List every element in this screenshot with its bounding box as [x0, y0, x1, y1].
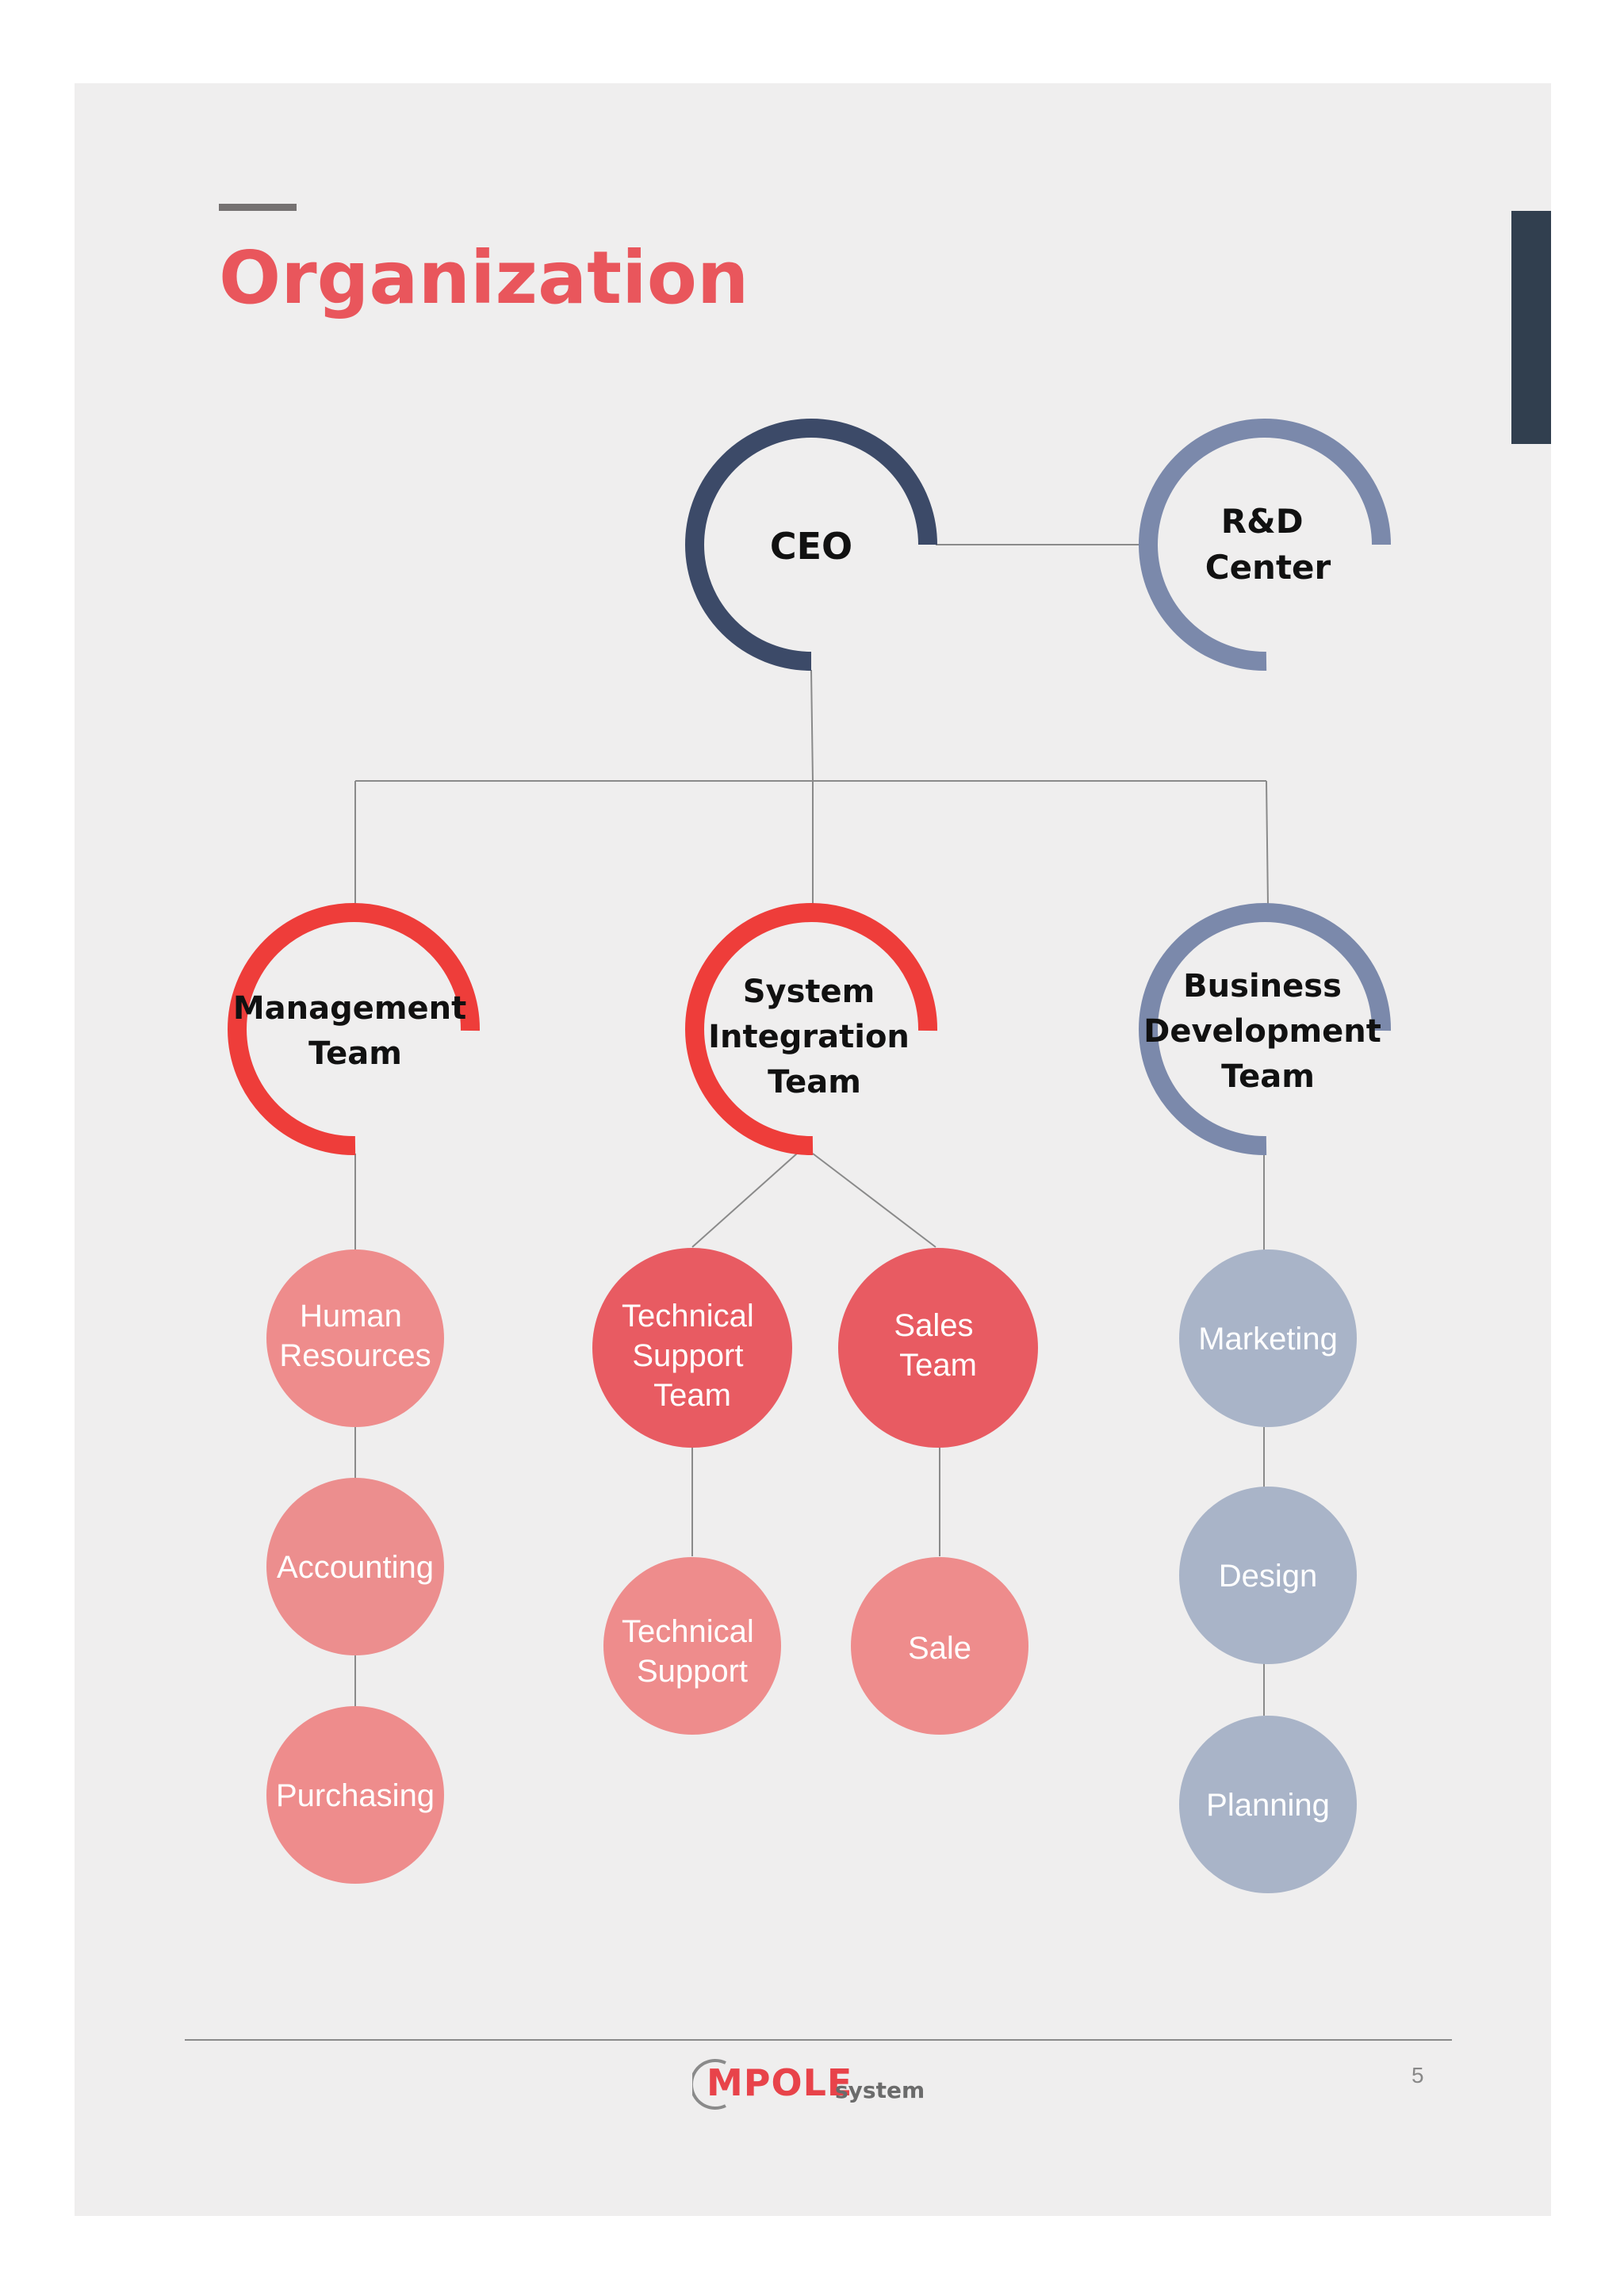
marketing-circle — [1179, 1249, 1357, 1427]
management-label: Management Team — [233, 990, 477, 1072]
ceo-ring — [685, 419, 937, 671]
logo-subtext: system — [835, 2077, 925, 2103]
node-management-team: Management Team — [228, 903, 481, 1156]
unit-marketing: Marketing — [1179, 1249, 1357, 1427]
rnd-label: R&D Center — [1205, 502, 1331, 587]
sales-team-circle — [838, 1248, 1038, 1448]
design-label: Design — [1219, 1559, 1318, 1594]
logo-arc-icon — [692, 2059, 726, 2110]
unit-technical-support: Technical Support — [603, 1557, 781, 1735]
unit-sales-team: Sales Team — [838, 1248, 1038, 1448]
unit-accounting: Accounting — [266, 1478, 444, 1655]
connector-lines — [354, 544, 1269, 1716]
business-development-label: Business Development Team — [1143, 968, 1392, 1095]
company-logo: MPOLE system — [692, 2055, 930, 2118]
unit-purchasing: Purchasing — [266, 1706, 444, 1884]
technical-support-label: Technical Support — [622, 1614, 763, 1689]
marketing-label: Marketing — [1198, 1322, 1338, 1357]
technical-support-team-label: Technical Support Team — [622, 1299, 763, 1413]
system-integration-ring — [685, 903, 938, 1156]
system-integration-label: System Integration Team — [708, 974, 921, 1100]
node-business-development-team: Business Development Team — [1139, 903, 1392, 1156]
node-system-integration-team: System Integration Team — [685, 903, 938, 1156]
unit-technical-support-team: Technical Support Team — [592, 1248, 792, 1448]
footer-divider — [185, 2039, 1452, 2041]
purchasing-circle — [266, 1706, 444, 1884]
node-rnd-center: R&D Center — [1139, 419, 1391, 672]
accounting-label: Accounting — [277, 1550, 434, 1585]
sales-team-label: Sales Team — [894, 1308, 982, 1383]
sale-label: Sale — [908, 1631, 971, 1666]
page-title: Organization — [219, 235, 749, 320]
human-resources-circle — [266, 1249, 444, 1427]
planning-label: Planning — [1206, 1788, 1330, 1823]
connector-to-business-development — [1266, 780, 1269, 906]
accounting-circle — [266, 1478, 444, 1655]
title-accent-bar — [219, 204, 297, 211]
node-ceo: CEO — [685, 419, 937, 671]
unit-human-resources: Human Resources — [266, 1249, 444, 1427]
planning-circle — [1179, 1716, 1357, 1893]
design-circle — [1179, 1487, 1357, 1664]
ceo-label: CEO — [770, 525, 852, 568]
sale-circle — [851, 1557, 1028, 1735]
unit-planning: Planning — [1179, 1716, 1357, 1893]
connector-si-sales-team — [812, 1153, 936, 1248]
technical-support-team-circle — [592, 1248, 792, 1448]
purchasing-label: Purchasing — [276, 1778, 435, 1813]
connector-ceo-down — [810, 669, 814, 782]
unit-sale: Sale — [851, 1557, 1028, 1735]
connector-si-tech-support-team — [691, 1153, 798, 1248]
logo-wordmark: MPOLE — [707, 2061, 853, 2104]
management-ring — [228, 903, 481, 1156]
unit-design: Design — [1179, 1487, 1357, 1664]
page-number: 5 — [1411, 2063, 1424, 2087]
rnd-ring — [1139, 419, 1391, 672]
human-resources-label: Human Resources — [279, 1299, 431, 1373]
side-tab-marker — [1511, 211, 1551, 444]
business-development-ring — [1139, 903, 1392, 1156]
technical-support-circle — [603, 1557, 781, 1735]
